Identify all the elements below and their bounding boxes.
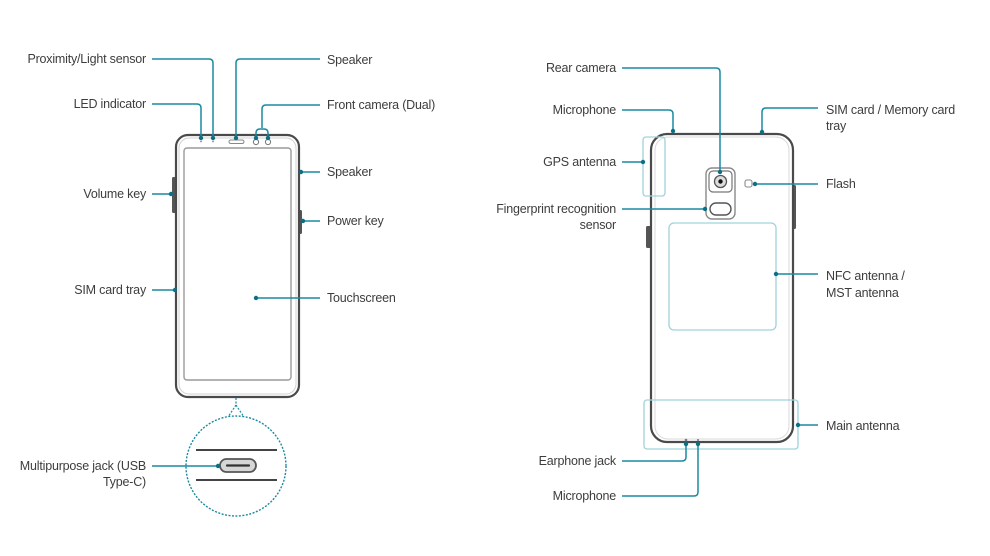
label-proximity-light-sensor: Proximity/Light sensor [27, 52, 146, 66]
label-multipurpose-jack-line1: Multipurpose jack (USB [19, 459, 146, 473]
label-nfc-line2: MST antenna [826, 286, 899, 300]
dot-speaker-side [298, 169, 304, 175]
proximity-sensor-shape [212, 140, 214, 143]
dot-proximity [210, 135, 216, 141]
label-fingerprint-line1: Fingerprint recognition [496, 202, 616, 216]
leader-mic-bottom [622, 445, 699, 497]
leader-mic-top [622, 109, 674, 130]
label-flash: Flash [826, 177, 856, 191]
label-main-antenna: Main antenna [826, 419, 900, 433]
back-leaders [622, 67, 818, 497]
leader-earphone [622, 445, 687, 462]
back-phone-edge [654, 136, 790, 440]
label-speaker-top: Speaker [327, 53, 373, 67]
leader-front-camera [255, 104, 320, 138]
label-front-camera: Front camera (Dual) [327, 98, 436, 112]
label-fingerprint-line2: sensor [579, 218, 617, 232]
dot-earphone [683, 441, 689, 447]
leader-rear-camera [622, 67, 721, 172]
dot-speaker-top [233, 135, 239, 141]
leader-speaker-top [235, 58, 320, 138]
label-microphone-bottom: Microphone [552, 489, 617, 503]
front-leader-dots [168, 135, 306, 469]
label-multipurpose-jack-line2: Type-C) [102, 475, 146, 489]
back-volume-key-shape [646, 226, 651, 248]
label-speaker-side: Speaker [327, 165, 373, 179]
dot-mic-bottom [695, 441, 701, 447]
rear-camera-center [718, 179, 723, 184]
label-led-indicator: LED indicator [73, 97, 147, 111]
dot-led [198, 135, 204, 141]
dot-fingerprint [702, 206, 708, 212]
fingerprint-sensor-shape [709, 202, 732, 216]
label-earphone-jack: Earphone jack [538, 454, 617, 468]
dot-main-antenna [795, 422, 801, 428]
dot-sim-tray [172, 287, 178, 293]
dot-camera-2 [265, 135, 271, 141]
label-sim-memory-line1: SIM card / Memory card [826, 103, 955, 117]
back-phone [642, 132, 799, 450]
dot-power-key [300, 218, 306, 224]
usb-callout [185, 398, 287, 517]
label-power-key: Power key [327, 214, 384, 228]
dot-camera-1 [253, 135, 259, 141]
dot-nfc [773, 271, 779, 277]
front-leaders [152, 58, 320, 467]
touchscreen-shape [183, 147, 292, 381]
label-volume-key: Volume key [83, 187, 146, 201]
dot-sim-memory [759, 129, 765, 135]
dot-touchscreen [253, 295, 259, 301]
label-nfc-line1: NFC antenna / [826, 269, 905, 283]
label-rear-camera: Rear camera [545, 61, 616, 75]
gps-antenna-zone [642, 136, 666, 197]
dot-rear-camera [717, 169, 723, 175]
dot-volume-key [168, 191, 174, 197]
leader-proximity [152, 58, 214, 138]
dot-flash [752, 181, 758, 187]
dot-usb [215, 463, 221, 469]
back-leader-dots [640, 128, 801, 447]
label-touchscreen: Touchscreen [327, 291, 396, 305]
label-sim-card-tray: SIM card tray [74, 283, 146, 297]
dot-gps [640, 159, 646, 165]
led-indicator-shape [200, 140, 202, 143]
label-gps-antenna: GPS antenna [543, 155, 616, 169]
label-microphone-top: Microphone [552, 103, 617, 117]
leader-led [152, 103, 202, 138]
front-phone [172, 133, 302, 399]
dot-mic-top [670, 128, 676, 134]
flash-shape [744, 179, 753, 188]
label-sim-memory-line2: tray [826, 119, 847, 133]
callout-pointer [227, 398, 245, 418]
back-phone-body [649, 132, 795, 444]
leader-sim-memory [761, 107, 818, 131]
earphone-jack-shape [684, 438, 688, 442]
nfc-antenna-zone [668, 222, 777, 331]
bottom-mic-shape [697, 439, 699, 441]
